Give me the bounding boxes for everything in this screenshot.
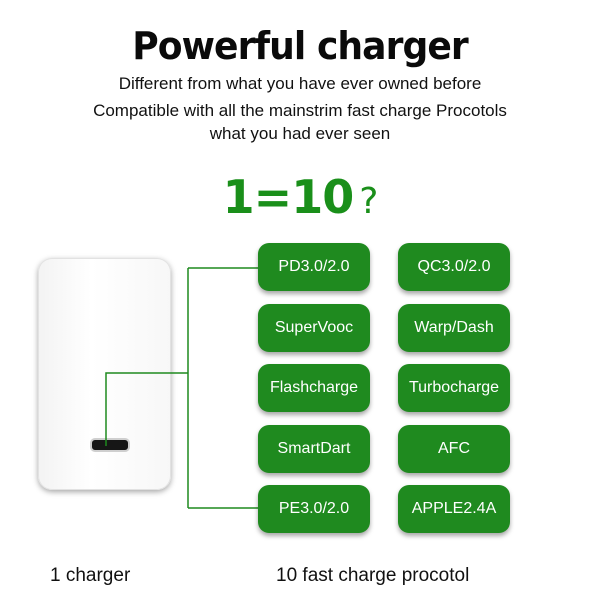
caption-protocols: 10 fast charge procotol <box>276 565 470 586</box>
protocol-supervooc: SuperVooc <box>258 304 370 352</box>
protocol-smartdart: SmartDart <box>258 425 370 473</box>
protocol-pe: PE3.0/2.0 <box>258 485 370 533</box>
question-mark: ? <box>359 181 378 222</box>
protocol-afc: AFC <box>398 425 510 473</box>
subtitle-line-2: Compatible with all the mainstrim fast c… <box>93 101 507 120</box>
protocol-turbocharge: Turbocharge <box>398 364 510 412</box>
protocol-flashcharge: Flashcharge <box>258 364 370 412</box>
protocol-warp-dash: Warp/Dash <box>398 304 510 352</box>
subtitle-line-1: Different from what you have ever owned … <box>118 74 482 93</box>
usb-c-port <box>90 438 130 452</box>
ratio-heading: 1=10? <box>0 170 600 224</box>
protocol-apple: APPLE2.4A <box>398 485 510 533</box>
caption-charger: 1 charger <box>50 565 131 586</box>
usb-c-charger-icon <box>38 258 171 490</box>
protocol-qc: QC3.0/2.0 <box>398 243 510 291</box>
protocol-pd: PD3.0/2.0 <box>258 243 370 291</box>
subtitle-line-3: what you had ever seen <box>209 124 391 143</box>
connector-main <box>105 372 188 446</box>
ratio-text: 1=10 <box>222 170 355 224</box>
page-title: Powerful charger <box>132 24 468 68</box>
